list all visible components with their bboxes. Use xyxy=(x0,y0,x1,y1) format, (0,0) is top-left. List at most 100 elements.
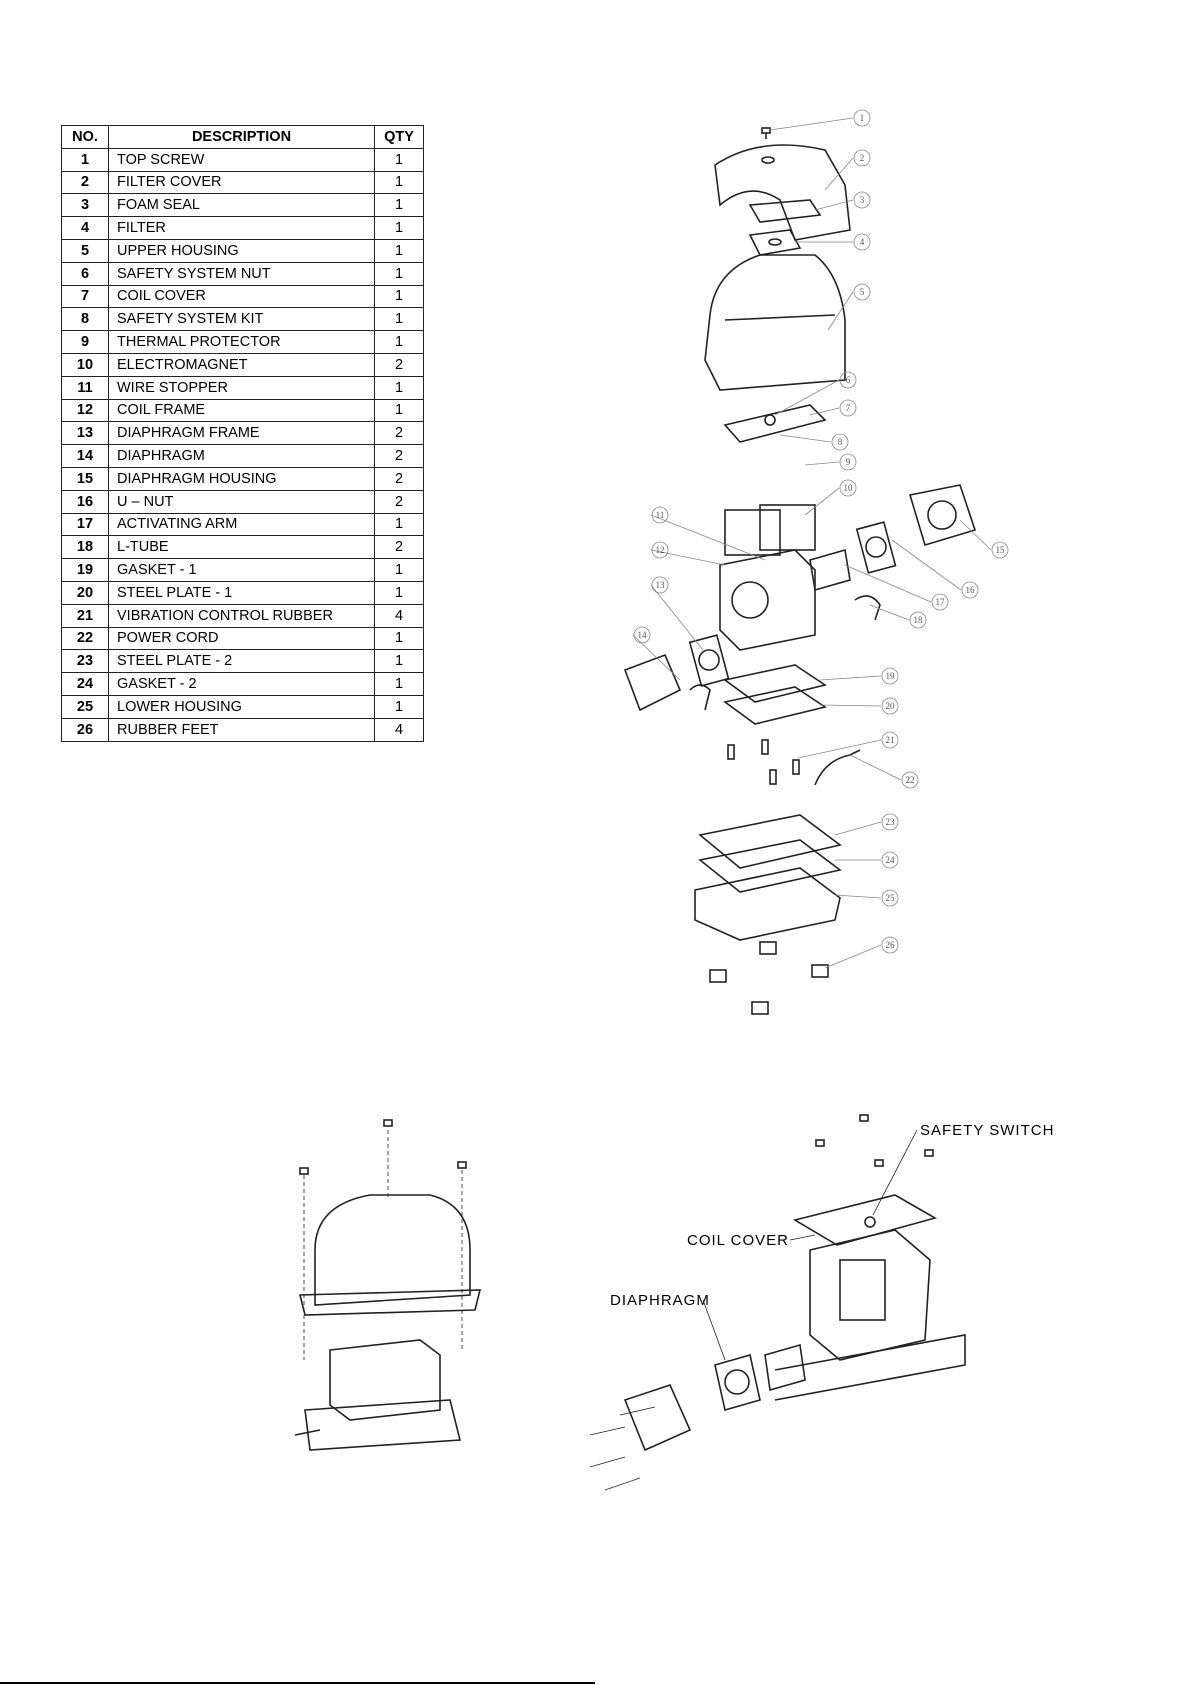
part-number: 24 xyxy=(61,672,109,696)
exploded-view-diagram: 1234567891011121314151617181920212223242… xyxy=(623,109,1009,1015)
callout-number: 12 xyxy=(656,545,665,555)
callout-circle xyxy=(853,109,871,127)
callout-number: 4 xyxy=(860,237,865,247)
part-number: 11 xyxy=(61,375,109,400)
part-description: TOP SCREW xyxy=(108,147,375,172)
part-description: LOWER HOUSING xyxy=(108,694,375,719)
callout-leader xyxy=(650,584,704,651)
coil-cover-label: COIL COVER xyxy=(687,1232,789,1249)
part-qty: 1 xyxy=(374,558,424,582)
part-number: 15 xyxy=(61,466,109,491)
electromagnet-part xyxy=(724,509,781,556)
callout-number: 11 xyxy=(656,510,665,520)
callout-number: 23 xyxy=(886,817,896,827)
part-qty: 2 xyxy=(374,444,424,468)
callout-circle xyxy=(881,889,899,907)
part-number: 2 xyxy=(61,170,109,195)
part-description: SAFETY SYSTEM NUT xyxy=(108,261,375,286)
callout-circle xyxy=(651,576,669,594)
part-number: 6 xyxy=(61,261,109,286)
diaphragm-housing-right-part xyxy=(908,484,977,546)
callout-number: 2 xyxy=(860,153,865,163)
activating-arm-part xyxy=(809,548,851,592)
filter-part xyxy=(748,229,802,256)
part-description: FILTER COVER xyxy=(108,170,375,195)
part-number: 1 xyxy=(61,147,109,172)
part-description: POWER CORD xyxy=(108,626,375,651)
part-qty: 1 xyxy=(374,284,424,309)
footer-rule xyxy=(0,1682,595,1684)
lower-housing-part xyxy=(694,867,841,941)
callout-circle xyxy=(853,149,871,167)
callout-circle xyxy=(881,813,899,831)
part-qty: 1 xyxy=(374,147,424,172)
part-description: COIL COVER xyxy=(108,284,375,309)
callout-circle xyxy=(853,233,871,251)
coil-cover-plate xyxy=(792,1194,938,1246)
diaphragm-frame xyxy=(714,1353,761,1412)
part-description: WIRE STOPPER xyxy=(108,375,375,400)
part-qty: 1 xyxy=(374,170,424,195)
part-description: RUBBER FEET xyxy=(108,717,375,742)
part-description: ELECTROMAGNET xyxy=(108,352,375,377)
part-qty: 2 xyxy=(374,352,424,377)
callout-leader xyxy=(774,379,840,416)
callout-leader xyxy=(814,199,854,211)
steel-plate-2-part xyxy=(698,814,842,869)
header-qty: QTY xyxy=(374,125,424,149)
part-qty: 2 xyxy=(374,421,424,446)
callout-circle xyxy=(881,851,899,869)
callout-leader xyxy=(804,461,840,466)
callout-number: 3 xyxy=(860,195,865,205)
callout-leader xyxy=(834,894,882,899)
part-number: 7 xyxy=(61,284,109,309)
callout-circle xyxy=(881,936,899,954)
callout-number: 19 xyxy=(886,671,896,681)
part-description: FOAM SEAL xyxy=(108,193,375,218)
top-screw-part xyxy=(761,127,771,139)
callout-leader xyxy=(819,675,882,681)
callout-leader xyxy=(819,704,882,707)
diaphragm-part xyxy=(688,634,730,687)
upper-housing-part xyxy=(704,254,846,391)
part-qty: 1 xyxy=(374,216,424,240)
part-description: DIAPHRAGM xyxy=(108,444,375,468)
part-description: FILTER xyxy=(108,216,375,240)
part-qty: 2 xyxy=(374,466,424,491)
part-description: COIL FRAME xyxy=(108,398,375,423)
part-qty: 4 xyxy=(374,603,424,628)
callout-leader xyxy=(959,519,992,551)
part-qty: 1 xyxy=(374,626,424,651)
coil-cover-part xyxy=(723,404,827,443)
part-qty: 1 xyxy=(374,330,424,354)
callout-leader xyxy=(891,539,962,591)
callout-circle xyxy=(901,771,919,789)
callout-circle xyxy=(839,371,857,389)
part-qty: 2 xyxy=(374,535,424,560)
callout-number: 25 xyxy=(886,893,896,903)
part-qty: 4 xyxy=(374,717,424,742)
part-number: 17 xyxy=(61,512,109,537)
part-qty: 2 xyxy=(374,489,424,514)
foam-seal-part xyxy=(748,199,822,223)
part-description: STEEL PLATE - 2 xyxy=(108,649,375,674)
callout-circle xyxy=(651,506,669,524)
callout-leader xyxy=(797,739,882,759)
callout-number: 15 xyxy=(996,545,1006,555)
part-description: VIBRATION CONTROL RUBBER xyxy=(108,603,375,628)
part-number: 22 xyxy=(61,626,109,651)
callout-circle xyxy=(881,697,899,715)
part-description: GASKET - 2 xyxy=(108,672,375,696)
header-no: NO. xyxy=(61,125,109,149)
